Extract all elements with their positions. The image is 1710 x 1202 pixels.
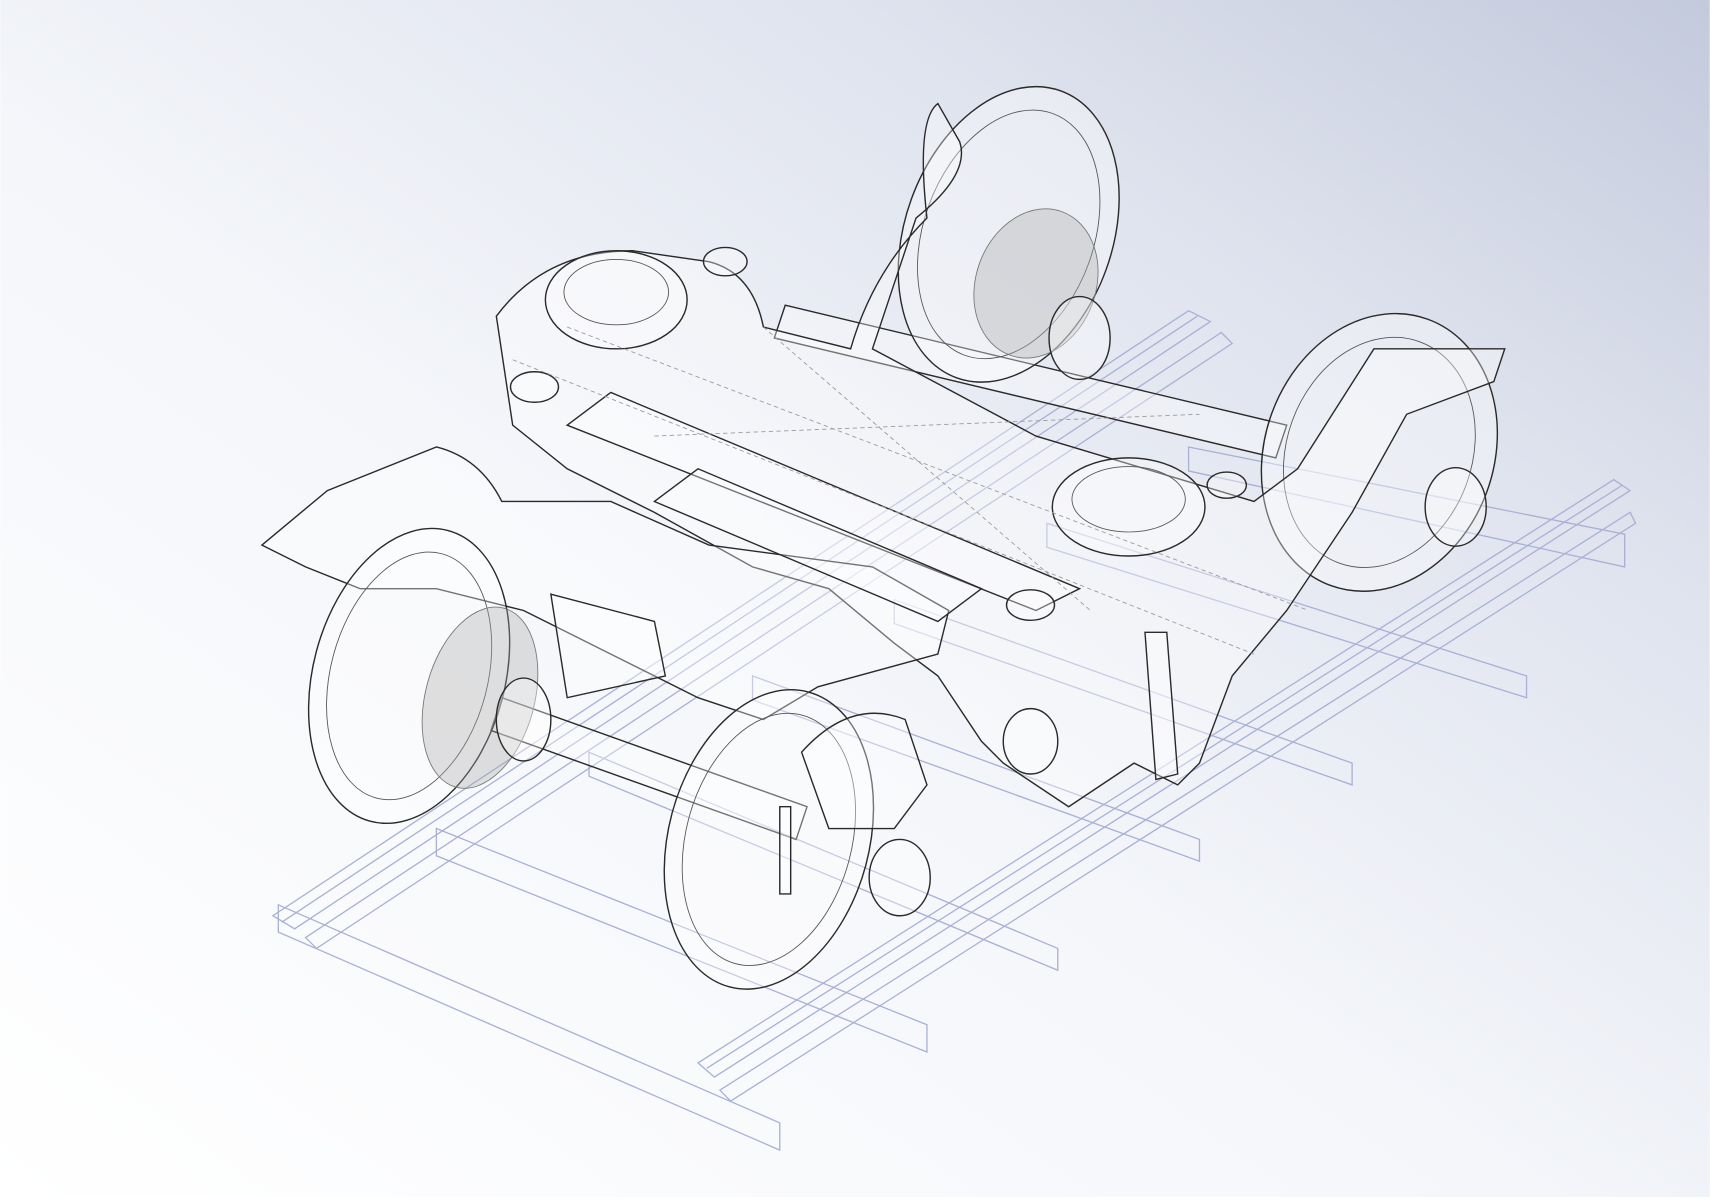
drawing-edge [563,259,670,326]
rail-left [271,309,1212,930]
rear-left-wheel [897,85,1120,383]
drawing-edge [702,246,748,277]
drawing-edge [1071,466,1186,533]
brake-disc [973,208,1099,359]
bogie-frame [260,102,1506,808]
drawing-edge [893,598,1353,786]
drawing-edge [512,326,1309,655]
front-right-wheel [663,689,875,990]
drawing-edge [509,371,560,403]
drawing-edge [1005,589,1056,622]
rear-axle [773,304,1288,459]
side-frame-left [495,102,1506,808]
air-spring-right [1051,457,1206,557]
frame-hole [1002,707,1059,775]
damper [1144,631,1179,781]
drawing-edge [1046,522,1528,699]
drawing-edge [326,551,493,801]
drawing-edge [1282,336,1476,568]
drawing-edge [917,109,1101,360]
track [271,309,1637,1152]
drawing-edge [681,712,856,966]
drawing-edge [277,903,781,1152]
air-spring-left [544,250,688,350]
drawing-edge [588,751,1059,972]
drawing-edge [751,674,1201,863]
rear-wheelset [773,85,1499,592]
brake-unit [549,593,667,699]
front-left-wheel [307,527,511,825]
drawing-edge [1187,446,1626,568]
rear-right-wheel [1260,312,1499,592]
rail-right-inner [718,511,1637,1102]
drawing-edge [1206,471,1248,499]
drawing-edge [779,806,792,895]
transom [565,391,1082,612]
axlebox-cover [1424,466,1487,547]
brake-disc-front [421,606,539,789]
axlebox-front [800,712,928,830]
sleepers [277,446,1626,1152]
axlebox-cover-front [868,838,931,917]
front-wheelset [307,527,931,990]
axle-hub [1048,295,1111,381]
side-frame-right [260,446,950,721]
rail-left-inner [304,331,1234,950]
drawing-edge [435,827,928,1053]
cross-beam [652,467,983,623]
front-axle [489,696,808,841]
front-hub [495,677,552,762]
